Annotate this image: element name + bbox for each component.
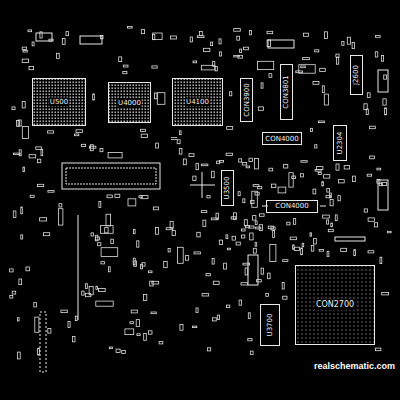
connector-footprint: J2600 [350,55,363,95]
part-designator: CON3801 [282,74,291,109]
ic-chip: U500 [32,78,86,126]
part-designator: J2600 [352,64,361,86]
part-designator: CON2700 [315,300,355,310]
part-designator: U3700 [266,313,275,338]
part-designator: CON4000 [274,202,309,211]
watermark: realschematic.com [313,361,396,372]
part-designator: U4100 [185,98,210,107]
connector-footprint: CON4000 [262,132,302,145]
part-designator: CON3900 [242,82,251,117]
connector-footprint: CON4000 [266,200,318,213]
connector-footprint: U2304 [333,125,347,161]
ic-chip: U4000 [108,82,151,123]
connector-footprint: CON3801 [280,64,293,120]
connector-footprint: U3700 [260,304,280,346]
connector-footprint: U3500 [221,170,234,206]
part-designator: U3500 [223,176,232,201]
part-designator: CON4000 [264,134,299,143]
part-designator: U2304 [336,131,345,156]
ic-chip: CON2700 [295,265,375,345]
part-designator: U500 [49,98,69,107]
part-designator: U4000 [117,98,142,107]
connector-footprint: CON3900 [240,78,253,122]
ic-chip: U4100 [172,78,223,126]
